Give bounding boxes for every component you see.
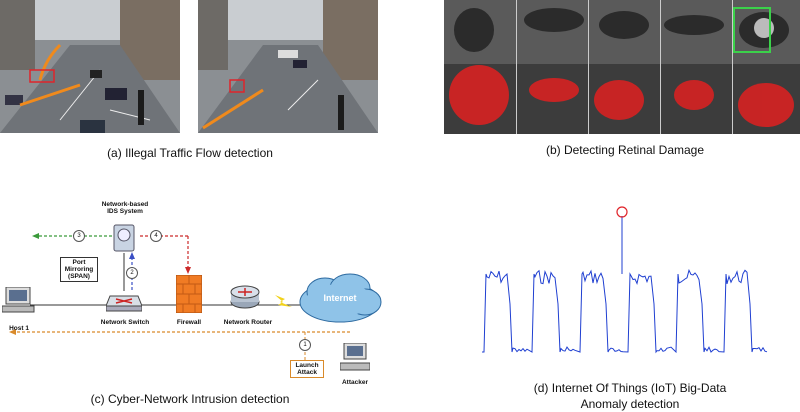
step-2: 2	[126, 267, 138, 279]
caption-retina: (b) Detecting Retinal Damage	[545, 143, 705, 157]
retina-image	[444, 0, 800, 134]
launch-attack-label: Launch Attack	[290, 360, 324, 379]
caption-network: (c) Cyber-Network Intrusion detection	[90, 392, 290, 406]
anomaly-marker	[616, 206, 628, 218]
network-diagram: Network-based IDS System 3 4 2 1 Port Mi…	[0, 195, 395, 400]
switch-icon	[106, 295, 142, 312]
traffic-image-right	[198, 0, 378, 133]
host-label: Host 1	[9, 325, 29, 332]
caption-traffic: (a) Illegal Traffic Flow detection	[107, 146, 273, 160]
internet-label: Internet	[323, 293, 357, 303]
step-1: 1	[299, 339, 311, 351]
computer-icon	[2, 287, 35, 313]
firewall-icon	[176, 275, 202, 313]
traffic-image-left	[0, 0, 180, 133]
signal-line	[482, 268, 768, 354]
attacker-computer-icon	[340, 343, 370, 371]
ids-icon	[113, 224, 135, 252]
switch-label: Network Switch	[100, 319, 150, 326]
step-4: 4	[150, 230, 162, 242]
attacker-label: Attacker	[341, 379, 368, 386]
firewall-label: Firewall	[176, 319, 202, 326]
step-3: 3	[73, 230, 85, 242]
router-icon	[230, 285, 260, 309]
port-mirroring-label: Port Mirroring (SPAN)	[60, 257, 98, 283]
cloud-icon	[299, 273, 382, 323]
router-label: Network Router	[223, 319, 273, 326]
caption-iot: (d) Internet Of Things (IoT) Big-Data An…	[533, 381, 727, 411]
iot-signal-plot	[470, 200, 780, 365]
ids-label: Network-based IDS System	[101, 201, 149, 216]
